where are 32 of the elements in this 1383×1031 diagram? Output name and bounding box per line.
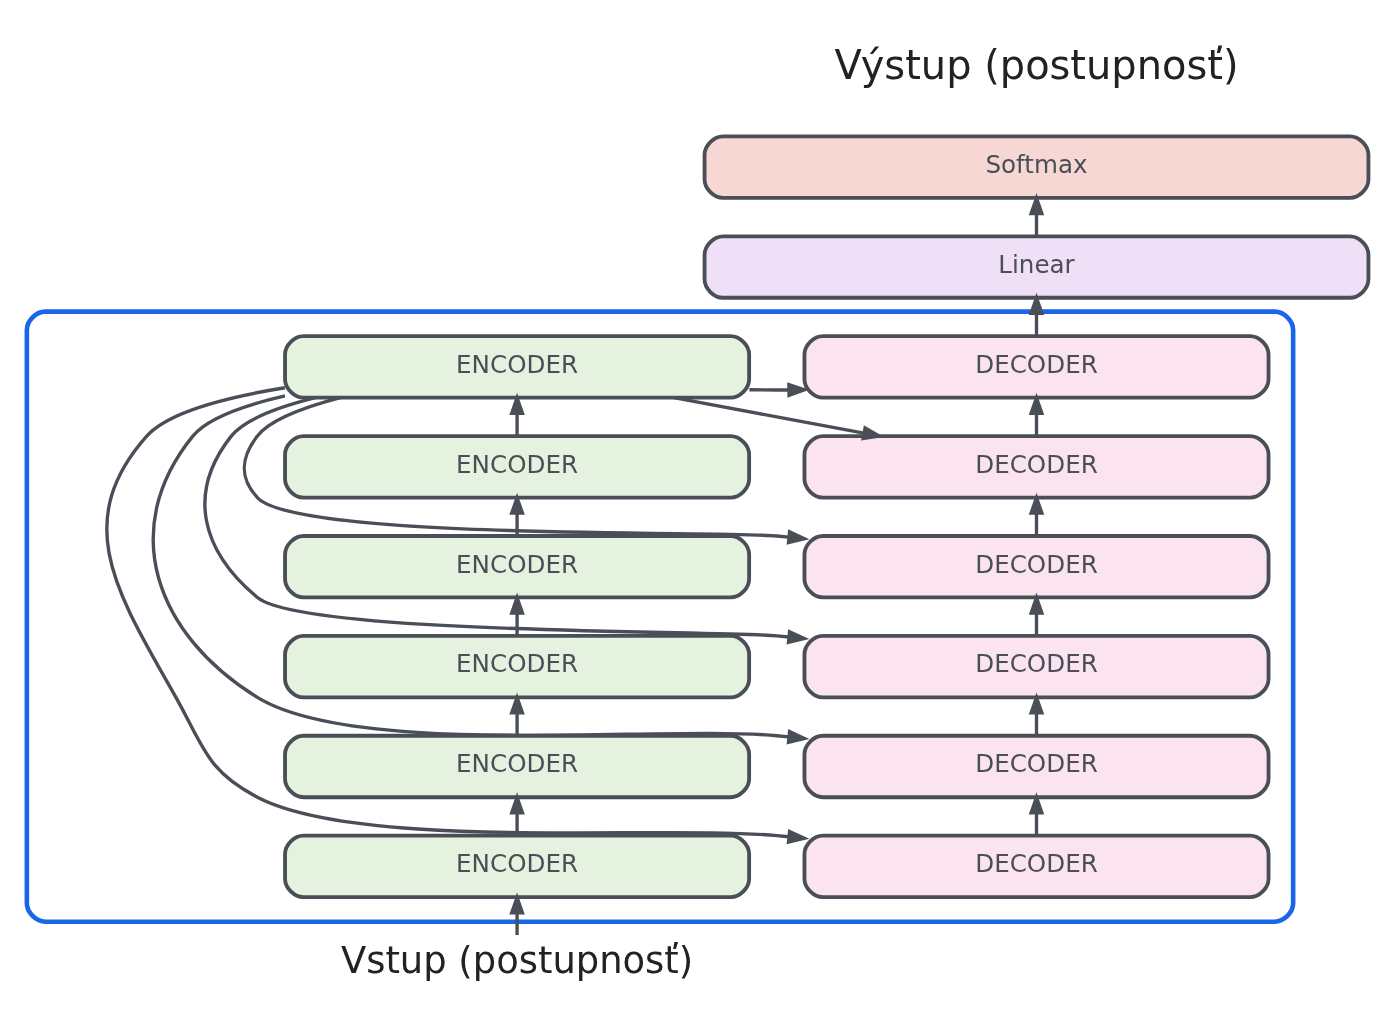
node-box: DECODER — [802, 333, 1271, 400]
arrow — [1028, 492, 1045, 536]
node-box: Softmax — [702, 134, 1371, 200]
arrow — [509, 392, 525, 436]
arrow — [105, 385, 810, 844]
arrow — [1028, 791, 1045, 835]
label: Výstup (postupnosť) — [834, 41, 1239, 88]
node-box: DECODER — [802, 433, 1271, 499]
node-box: ENCODER — [283, 533, 752, 599]
arrow — [1028, 192, 1045, 236]
arrow — [1028, 691, 1045, 735]
node-box: DECODER — [802, 633, 1271, 699]
node-box: ENCODER — [283, 733, 752, 799]
node-box: ENCODER — [283, 833, 752, 899]
node-box: DECODER — [802, 533, 1271, 599]
arrow — [1028, 592, 1045, 635]
node-text: Vstup (postupnosť) — [340, 938, 694, 982]
node-box: ENCODER — [283, 433, 752, 499]
node-box: DECODER — [802, 733, 1271, 799]
node-box: Linear — [702, 233, 1371, 300]
cluster — [24, 308, 1296, 924]
node-box: ENCODER — [283, 633, 752, 699]
arrow — [509, 891, 525, 935]
arrow — [509, 691, 525, 735]
node-box: ENCODER — [283, 333, 752, 400]
arrow — [509, 592, 525, 635]
arrow — [1028, 392, 1045, 436]
arrow — [151, 393, 810, 744]
arrow — [509, 492, 525, 536]
arrow — [749, 381, 810, 398]
node-box: DECODER — [802, 833, 1271, 899]
arrow — [1028, 292, 1045, 336]
